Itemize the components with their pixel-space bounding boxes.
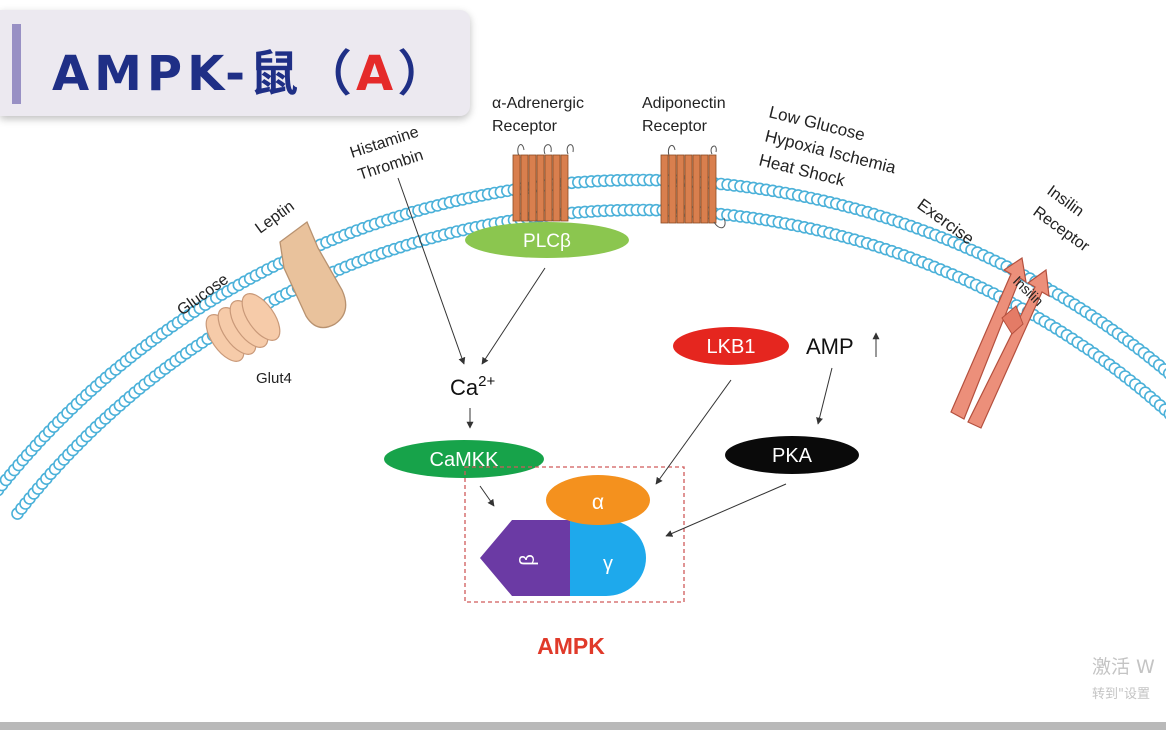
title-accent-bar bbox=[12, 24, 21, 104]
lkb1-label: LKB1 bbox=[707, 336, 756, 358]
plcb-enzyme bbox=[465, 222, 629, 258]
alpha-adrenergic-receptor bbox=[512, 144, 574, 222]
bottom-scroll-bar bbox=[0, 722, 1166, 730]
label-adiponectin: Adiponectin bbox=[642, 95, 726, 112]
title-letter: A bbox=[356, 46, 399, 102]
beta-label: β bbox=[517, 554, 539, 566]
cell-membrane bbox=[0, 173, 1166, 520]
insulin-receptor bbox=[950, 256, 1050, 429]
pka-label: PKA bbox=[772, 445, 813, 467]
title-card bbox=[0, 10, 470, 116]
ampk-gamma-subunit bbox=[570, 520, 646, 596]
calcium-symbol: Ca bbox=[450, 375, 479, 400]
ampk-complex-box bbox=[464, 466, 685, 603]
pka-enzyme bbox=[725, 436, 859, 474]
plcb-label: PLCβ bbox=[523, 231, 571, 252]
leptin-receptor bbox=[279, 220, 347, 329]
slide-title: AMPK-鼠（A） bbox=[52, 34, 451, 104]
label-ampk: AMPK bbox=[537, 633, 605, 659]
pathway-arrows bbox=[397, 177, 880, 537]
gamma-label: γ bbox=[603, 553, 613, 575]
calcium-charge: 2+ bbox=[478, 373, 495, 390]
camkk-label: CaMKK bbox=[430, 449, 500, 471]
arrow-lkb1-to-alpha bbox=[655, 379, 732, 485]
label-alpha-adrenergic-receptor: Receptor bbox=[492, 118, 558, 135]
arrow-plcb-to-ca bbox=[481, 267, 546, 365]
label-glut4: Glut4 bbox=[256, 370, 292, 387]
watermark-line-1: 激活 W bbox=[1092, 656, 1155, 678]
title-suffix: ） bbox=[398, 46, 452, 102]
label-amp: AMP bbox=[806, 334, 854, 359]
ampk-beta-subunit bbox=[480, 520, 578, 596]
lkb1-enzyme bbox=[673, 327, 789, 365]
adiponectin-receptor bbox=[660, 145, 726, 229]
alpha-label: α bbox=[592, 491, 604, 514]
arrow-camkk-to-ampk bbox=[479, 485, 495, 507]
ampk-alpha-subunit bbox=[546, 475, 650, 525]
arrow-histamine-to-ca bbox=[397, 177, 466, 365]
label-calcium: Ca2+ bbox=[450, 373, 495, 400]
activation-watermark: 激活 W 转到"设置 bbox=[1092, 652, 1155, 702]
label-leptin: Leptin bbox=[252, 198, 297, 237]
title-prefix: AMPK-鼠（ bbox=[52, 46, 357, 102]
label-alpha-adrenergic: α-Adrenergic bbox=[492, 95, 584, 112]
arrow-pka-to-ampk bbox=[665, 483, 787, 537]
label-insulin-receptor-2: Receptor bbox=[1030, 203, 1093, 255]
arrow-amp-to-pka bbox=[816, 367, 833, 425]
watermark-line-2: 转到"设置 bbox=[1092, 687, 1150, 702]
camkk-enzyme bbox=[384, 440, 544, 478]
glut4-transporter bbox=[205, 293, 281, 362]
label-adiponectin-receptor: Receptor bbox=[642, 118, 708, 135]
